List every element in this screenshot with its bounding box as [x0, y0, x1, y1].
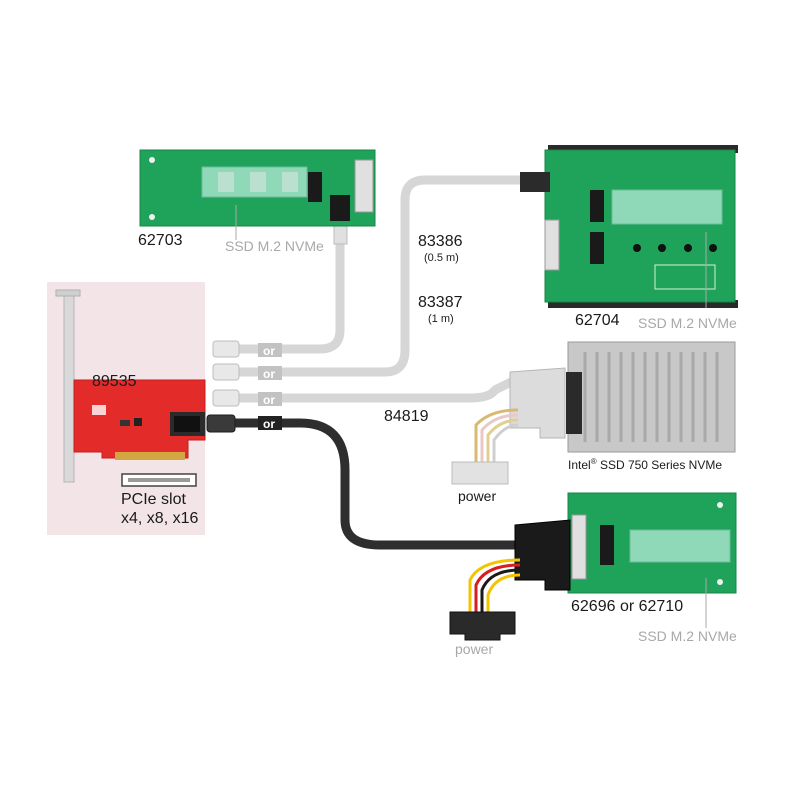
label-84819: 84819 — [384, 408, 429, 425]
label-intel-ssd: Intel® SSD 750 Series NVMe — [568, 457, 722, 472]
or-tag-3 — [258, 392, 282, 406]
cable-84819 — [233, 375, 520, 403]
or-label-4: or — [263, 417, 275, 431]
pcie-slot-pins — [128, 478, 190, 482]
power-wires-bottom — [468, 558, 521, 615]
connector-62696-cable-end — [514, 519, 571, 591]
power-connector-bottom — [449, 611, 516, 641]
label-pcie-widths: x4, x8, x16 — [121, 510, 199, 527]
drive-intel-ssd-750 — [566, 341, 736, 453]
power-wires-top — [474, 408, 519, 462]
or-tag-2 — [258, 366, 282, 380]
connector-head-2 — [212, 363, 240, 381]
label-power-bottom: power — [455, 641, 494, 657]
or-label-3: or — [263, 393, 275, 407]
cable-dark-to-62696 — [227, 418, 525, 550]
board-62704 — [520, 145, 738, 308]
label-62696-62710: 62696 or 62710 — [571, 598, 684, 615]
cable-83386 — [233, 175, 525, 377]
or-tag-4 — [258, 416, 282, 430]
cable-to-62703 — [233, 227, 345, 354]
label-intel-reg: ® — [590, 457, 597, 466]
label-62703-ssd: SSD M.2 NVMe — [225, 238, 324, 254]
power-connector-top — [451, 461, 509, 485]
label-89535: 89535 — [92, 373, 137, 390]
connector-head-1 — [212, 340, 240, 358]
label-intel-brand: Intel — [568, 458, 591, 472]
board-62703 — [139, 149, 376, 227]
or-label-2: or — [263, 367, 275, 381]
or-tag-1 — [258, 343, 282, 357]
label-pcie-slot: PCIe slot — [121, 491, 186, 508]
label-83387-length: (1 m) — [428, 313, 454, 325]
label-83386-length: (0.5 m) — [424, 252, 459, 264]
connector-84819-u2 — [509, 367, 566, 439]
label-62703: 62703 — [138, 232, 183, 249]
or-label-1: or — [263, 344, 275, 358]
connector-head-3 — [212, 389, 240, 407]
label-power-top: power — [458, 488, 497, 504]
label-62696-ssd: SSD M.2 NVMe — [638, 628, 737, 644]
label-62704: 62704 — [575, 312, 620, 329]
label-62704-ssd: SSD M.2 NVMe — [638, 315, 737, 331]
pcie-card-89535 — [55, 289, 206, 483]
label-83386: 83386 — [418, 233, 463, 250]
label-intel-model: SSD 750 Series NVMe — [599, 458, 722, 472]
board-62696 — [567, 492, 737, 594]
connector-head-4 — [206, 414, 236, 433]
label-83387: 83387 — [418, 294, 463, 311]
